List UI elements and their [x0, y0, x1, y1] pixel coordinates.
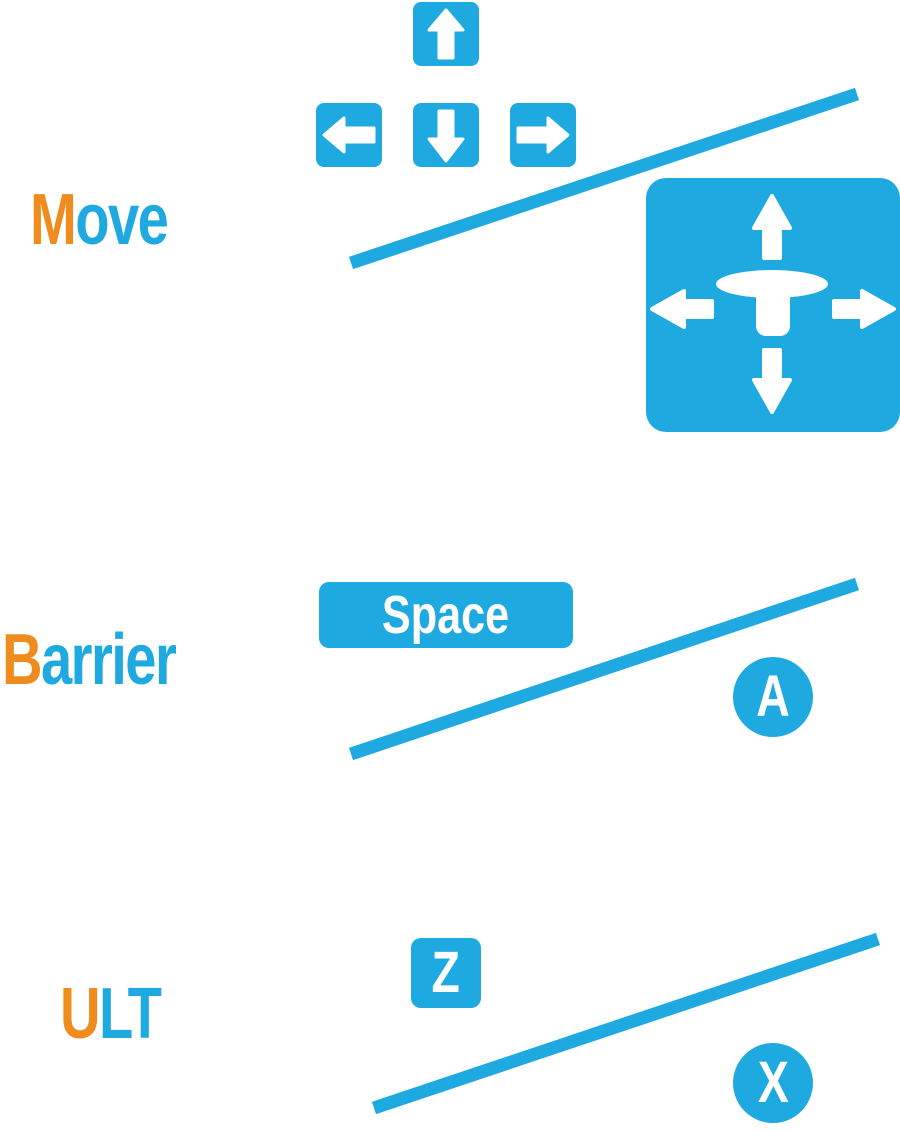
arrow-right-icon	[516, 116, 570, 154]
ult-label: ULT	[60, 974, 162, 1054]
arrow-up-key[interactable]	[413, 2, 479, 66]
gamepad-x-button[interactable]: X	[733, 1043, 813, 1123]
arrow-left-icon	[322, 116, 376, 154]
ult-divider	[371, 932, 881, 1115]
arrow-down-key[interactable]	[413, 103, 479, 167]
space-key-label: Space	[382, 585, 510, 645]
arrow-left-key[interactable]	[316, 103, 382, 167]
move-divider	[348, 87, 860, 270]
gamepad-x-label: X	[757, 1050, 789, 1115]
analog-stick-icon	[650, 194, 896, 414]
z-key[interactable]: Z	[411, 938, 481, 1008]
gamepad-a-label: A	[756, 664, 790, 729]
gamepad-a-button[interactable]: A	[733, 657, 813, 737]
barrier-label: Barrier	[2, 620, 177, 700]
barrier-divider	[348, 577, 860, 761]
move-label: Move	[30, 180, 169, 260]
arrow-up-icon	[427, 8, 465, 60]
z-key-label: Z	[431, 940, 461, 1005]
arrow-right-key[interactable]	[510, 103, 576, 167]
analog-stick-pad[interactable]	[646, 178, 900, 432]
arrow-down-icon	[427, 109, 465, 163]
space-key[interactable]: Space	[319, 582, 573, 648]
